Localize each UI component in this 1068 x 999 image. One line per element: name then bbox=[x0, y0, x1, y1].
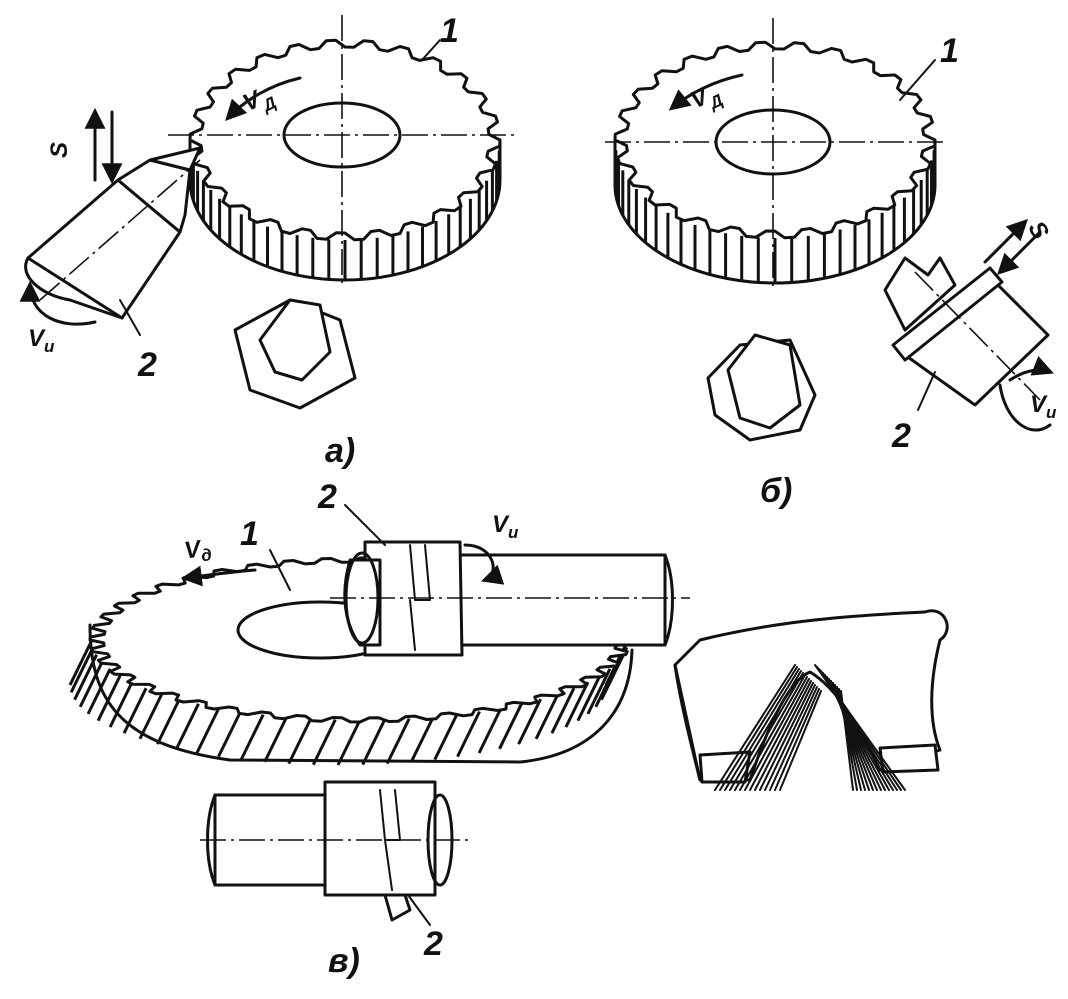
tool-a-rotation-arrow bbox=[19, 280, 97, 326]
gear-b bbox=[605, 18, 945, 290]
label-caption-a: а) bbox=[325, 432, 355, 470]
detail-stroke bbox=[840, 690, 854, 791]
detail-stroke bbox=[754, 680, 812, 791]
label-vi-b-sub: и bbox=[1046, 403, 1057, 422]
detail-stroke bbox=[729, 670, 802, 791]
gear-a bbox=[168, 15, 515, 285]
helical-tooth bbox=[239, 713, 265, 761]
helical-tooth bbox=[576, 675, 602, 722]
label-1-b: 1 bbox=[940, 32, 959, 70]
tool-b-rotation-arc bbox=[998, 383, 1052, 432]
detail-stroke bbox=[724, 668, 800, 791]
helical-tooth bbox=[68, 639, 94, 686]
label-2-v-bottom: 2 bbox=[423, 925, 443, 963]
helical-tooth bbox=[96, 675, 122, 722]
helical-tooth bbox=[195, 707, 221, 754]
detail-stroke bbox=[739, 674, 806, 791]
tool-b bbox=[883, 256, 1050, 407]
helical-tooth bbox=[550, 687, 576, 734]
helical-tooth bbox=[73, 654, 98, 701]
feed-arrow-b1 bbox=[983, 219, 1028, 264]
helical-tooth bbox=[564, 681, 590, 728]
label-vi-v-sub: и bbox=[508, 523, 519, 542]
helical-tooth bbox=[217, 710, 242, 758]
helical-tooth bbox=[534, 693, 560, 740]
helical-tooth bbox=[433, 713, 459, 761]
helical-tooth bbox=[287, 717, 313, 765]
detail-stroke bbox=[719, 666, 798, 791]
label-2-v-top: 2 bbox=[317, 478, 337, 516]
label-feed-b: S bbox=[1023, 217, 1054, 244]
label-vi-b: V bbox=[1030, 391, 1048, 418]
detail-stroke bbox=[734, 672, 804, 791]
label-vi-a-sub: и bbox=[44, 337, 55, 356]
panel-v bbox=[68, 504, 949, 926]
detail-stroke bbox=[759, 682, 814, 791]
label-vd-v: V bbox=[183, 535, 205, 564]
label-feed-a: S bbox=[46, 142, 73, 158]
gear-a-rotation-arrow bbox=[225, 76, 302, 122]
gear-v-rotation-arrow bbox=[180, 565, 257, 587]
helical-tooth bbox=[108, 681, 134, 728]
helical-tooth bbox=[361, 719, 387, 766]
label-vi-v: V bbox=[492, 511, 510, 538]
helical-tooth bbox=[175, 703, 200, 750]
helical-tooth bbox=[498, 703, 523, 750]
helical-tooth bbox=[122, 687, 148, 734]
labels: 1 2 а) S V Д V и 1 2 б) S V Д V и 1 2 2 … bbox=[28, 12, 1057, 980]
feed-arrow-b2 bbox=[997, 230, 1042, 275]
tool-a bbox=[24, 146, 202, 320]
gear-b-rotation-arrow bbox=[668, 73, 744, 111]
helical-tooth bbox=[138, 693, 164, 740]
detail-stroke bbox=[769, 686, 818, 791]
label-1-a: 1 bbox=[440, 12, 459, 50]
helical-tooth bbox=[311, 719, 337, 766]
detail-stroke bbox=[749, 678, 810, 791]
helical-tooth bbox=[586, 668, 612, 715]
helical-tooth bbox=[78, 661, 104, 708]
helical-tooth bbox=[336, 719, 362, 766]
label-2-a: 2 bbox=[137, 346, 157, 384]
cutter-detail-v bbox=[673, 609, 949, 791]
label-caption-b: б) bbox=[760, 472, 792, 510]
helical-tooth bbox=[263, 716, 289, 763]
label-vi-a: V bbox=[28, 325, 46, 352]
panel-a bbox=[19, 15, 515, 410]
upper-tool-rotation-arrow bbox=[463, 543, 505, 585]
helical-tooth bbox=[409, 716, 435, 763]
detail-stroke bbox=[779, 690, 822, 791]
lower-tool bbox=[200, 780, 470, 922]
label-1-v: 1 bbox=[240, 515, 259, 553]
helical-tooth bbox=[69, 646, 95, 694]
helical-tooth bbox=[156, 698, 181, 745]
detail-stroke bbox=[764, 684, 816, 791]
detail-stroke bbox=[744, 676, 808, 791]
detail-stroke bbox=[774, 688, 820, 791]
label-vd-v-sub: д bbox=[200, 545, 213, 565]
helical-tooth bbox=[456, 710, 481, 758]
label-caption-v: в) bbox=[328, 942, 360, 980]
helical-tooth bbox=[477, 707, 503, 754]
cutter-detail-b bbox=[706, 333, 817, 442]
helical-tooth bbox=[517, 698, 542, 745]
upper-tool bbox=[330, 540, 690, 657]
helical-tooth bbox=[385, 717, 411, 765]
label-2-b: 2 bbox=[891, 417, 911, 455]
cutter-detail-a bbox=[233, 298, 357, 410]
helical-tooth bbox=[86, 668, 112, 715]
panel-b bbox=[605, 18, 1054, 442]
detail-stroke bbox=[714, 664, 796, 791]
